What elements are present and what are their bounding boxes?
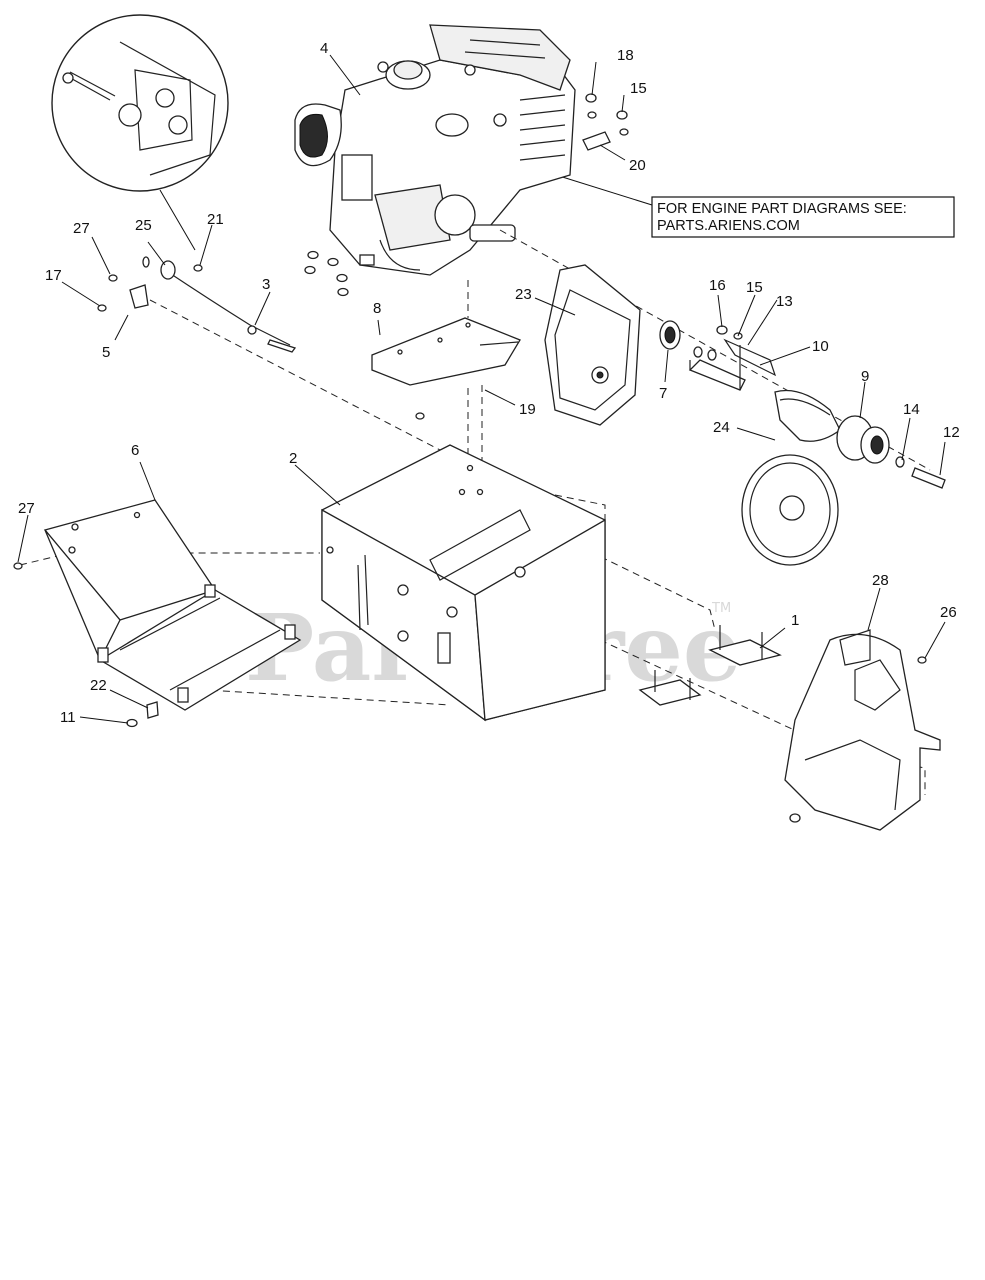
callout-27a: 27 — [73, 220, 90, 237]
frame — [321, 444, 606, 722]
callout-4: 4 — [320, 40, 328, 57]
idler-arm — [688, 325, 777, 391]
callout-labels: 1 2 3 4 5 6 7 8 9 10 11 12 13 14 15 15 1… — [18, 40, 960, 726]
callout-17: 17 — [45, 267, 62, 284]
callout-15b: 15 — [630, 80, 647, 97]
callout-leaders — [17, 54, 946, 724]
callout-22: 22 — [90, 677, 107, 694]
callout-2: 2 — [289, 450, 297, 467]
callout-11: 11 — [60, 709, 76, 726]
note-box — [651, 196, 955, 238]
callout-25: 25 — [135, 217, 152, 234]
callout-19: 19 — [519, 401, 536, 418]
callout-8: 8 — [373, 300, 381, 317]
callout-23: 23 — [515, 286, 532, 303]
watermark-tm: TM — [711, 601, 731, 616]
callout-21: 21 — [207, 211, 224, 228]
callout-6: 6 — [131, 442, 139, 459]
callout-10: 10 — [812, 338, 829, 355]
callout-14: 14 — [903, 401, 920, 418]
pulley-7 — [659, 320, 717, 361]
engine — [294, 24, 576, 276]
engine-hardware — [304, 250, 425, 420]
callout-9: 9 — [861, 368, 869, 385]
belt — [741, 389, 841, 566]
callout-16: 16 — [709, 277, 726, 294]
bracket-hardware — [582, 93, 629, 151]
callout-1: 1 — [791, 612, 799, 629]
note-line-1: FOR ENGINE PART DIAGRAMS SEE: — [657, 201, 907, 217]
belt-cover — [784, 629, 941, 831]
callout-3: 3 — [262, 276, 270, 293]
callout-27b: 27 — [18, 500, 35, 517]
callout-18: 18 — [617, 47, 634, 64]
callout-15a: 15 — [746, 279, 763, 296]
callout-7: 7 — [659, 385, 667, 402]
callout-28: 28 — [872, 572, 889, 589]
callout-13: 13 — [776, 293, 793, 310]
pulley-cover — [544, 264, 641, 426]
detail-circle — [51, 14, 229, 192]
battery-tray — [43, 499, 302, 711]
callout-24: 24 — [713, 419, 730, 436]
callout-20: 20 — [629, 157, 646, 174]
callout-5: 5 — [102, 344, 110, 361]
callout-12: 12 — [943, 424, 960, 441]
engine-plate — [371, 317, 521, 386]
engine-note: FOR ENGINE PART DIAGRAMS SEE: PARTS.ARIE… — [539, 169, 955, 238]
callout-26: 26 — [940, 604, 957, 621]
pulley-9 — [836, 415, 946, 489]
throttle-linkage — [97, 256, 297, 353]
detail-view — [51, 14, 229, 251]
note-line-2: PARTS.ARIENS.COM — [657, 218, 800, 234]
